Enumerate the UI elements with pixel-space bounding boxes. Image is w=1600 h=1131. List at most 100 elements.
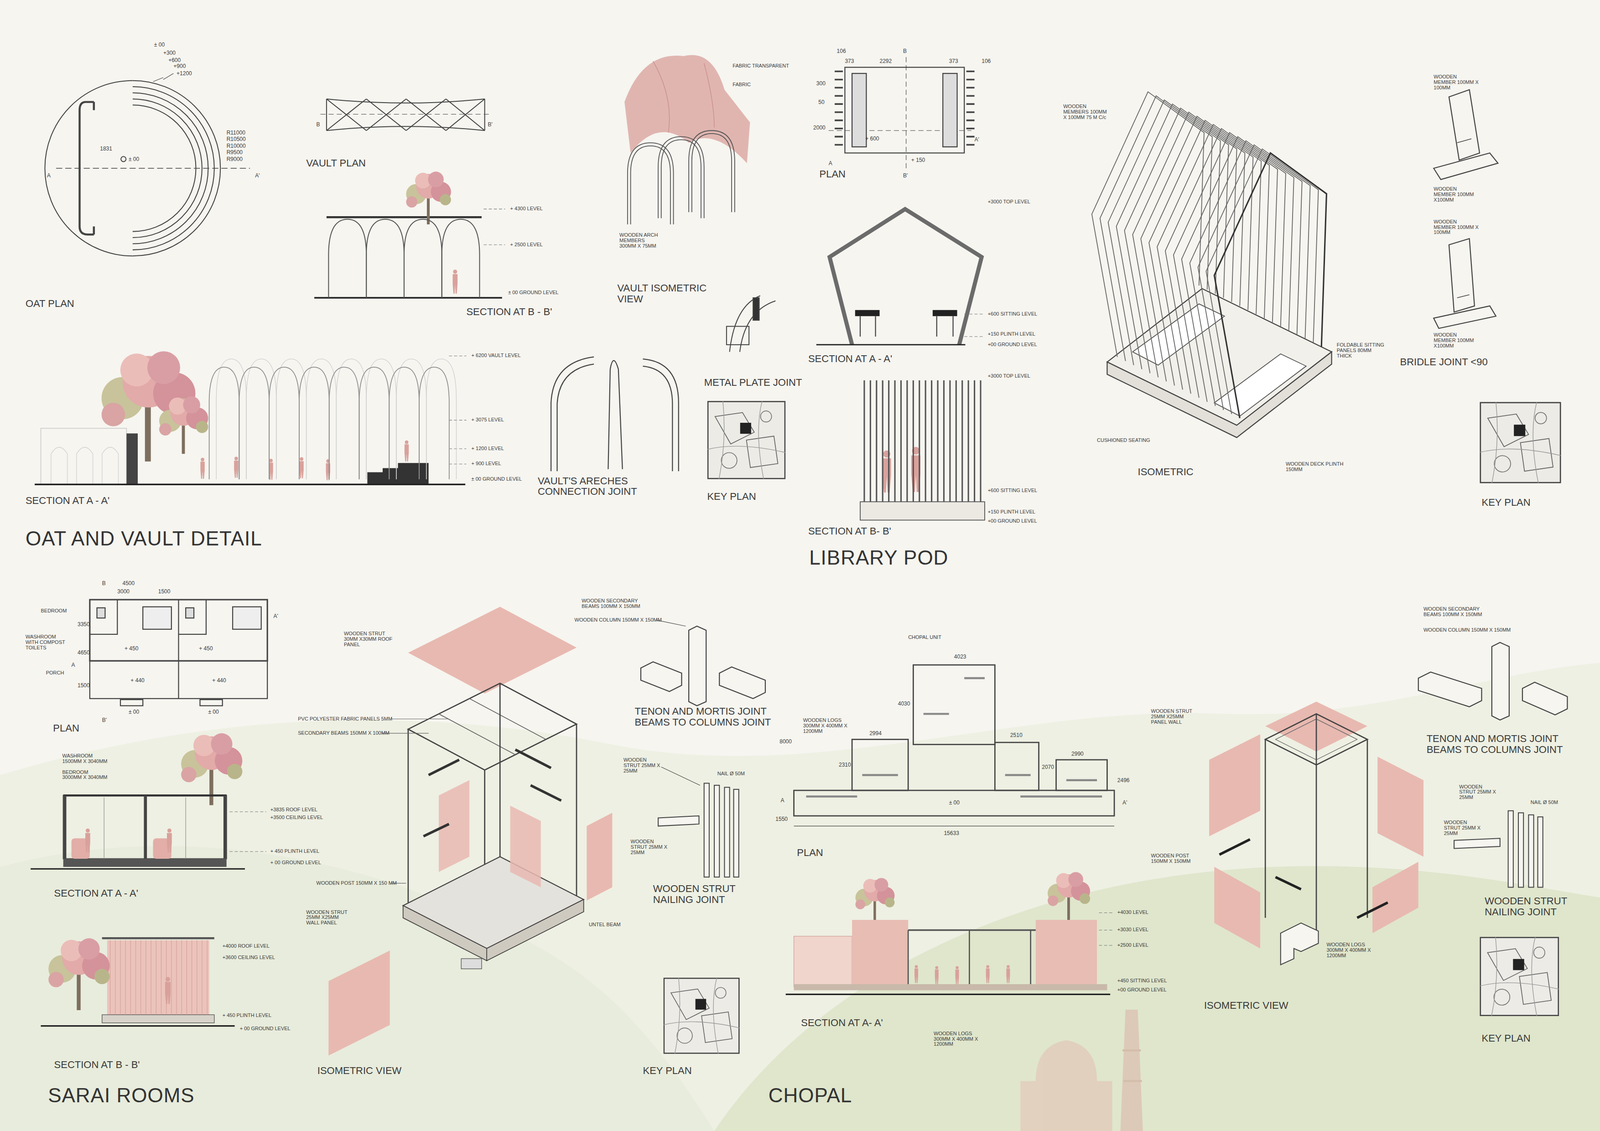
annotation: WOODEN STRUT 25MM X 25MM [1444, 820, 1485, 837]
library-slats [979, 380, 982, 502]
annotation: FABRIC TRANSPARENT [732, 63, 790, 69]
chopal-plan [1056, 759, 1108, 791]
chopal-section [1006, 965, 1010, 984]
library-plan [834, 71, 843, 146]
dimension: A [828, 160, 833, 167]
wall-strut-lines [201, 940, 203, 1015]
dimension: ± 00 [128, 708, 140, 715]
annotation: +2500 LEVEL [1117, 942, 1149, 949]
library-section-bb [860, 446, 985, 520]
vault-arches [359, 367, 390, 480]
dimension: 2310 [838, 762, 852, 769]
annotation: WOODEN STRUT 25MM X 25MM [1459, 784, 1500, 801]
annotation: WOODEN COLUMN 150MM X 150MM [1423, 627, 1511, 634]
arch-connection-joint [550, 357, 679, 472]
nailing-joint [658, 815, 699, 826]
wall-strut-lines [109, 940, 111, 1015]
annotation: +00 GROUND LEVEL [987, 342, 1038, 348]
annotation: NAIL Ø 50M [1530, 800, 1559, 806]
annotation: +4030 LEVEL [1117, 910, 1149, 916]
annotation: +600 SITTING LEVEL [987, 311, 1038, 317]
annotation: + 4300 LEVEL [510, 206, 543, 212]
bridle-joint [1433, 306, 1496, 329]
vault-section-bb [483, 208, 505, 245]
dimension: + 450 [124, 645, 139, 652]
annotation: WOODEN STRUT 25MM X 25MM [630, 839, 672, 857]
sarai-isometric [403, 899, 584, 961]
dimension: 2510 [1010, 732, 1023, 739]
wall-strut-lines [166, 940, 167, 1015]
vault-iso-arches [627, 142, 674, 225]
dimension: 106 [836, 47, 847, 54]
drawing-title: SECTION AT B - B' [54, 1059, 141, 1071]
vault-plan [320, 98, 492, 131]
sarai-section-aa [63, 795, 227, 859]
library-plan [966, 71, 975, 146]
nailing-joint [724, 787, 730, 878]
oat-section-aa [233, 457, 239, 478]
annotation: + 6200 VAULT LEVEL [471, 353, 521, 359]
sarai-plan [142, 607, 172, 630]
monument [1120, 1009, 1143, 1131]
chopal-isometric [1372, 862, 1419, 934]
wall-strut-lines [176, 940, 177, 1015]
chopal-isometric [1219, 839, 1388, 918]
dimension: +600 [168, 57, 181, 63]
chopal-plan [994, 742, 1039, 791]
annotation: +450 SITTING LEVEL [1117, 978, 1168, 984]
library-isometric [1132, 303, 1306, 416]
chopal-section [1035, 919, 1097, 988]
vault-arches [209, 358, 457, 480]
dimension: A' [273, 612, 279, 619]
vault-plan [326, 98, 485, 131]
dimension: +1200 [176, 70, 193, 77]
annotation: + 1200 LEVEL [471, 446, 504, 452]
metal-plate-joint [729, 296, 776, 353]
dimension: ± 00 [207, 708, 219, 715]
section-title: LIBRARY POD [809, 546, 949, 569]
arch-connection-joint [607, 360, 623, 470]
sarai-section-aa [229, 811, 267, 852]
library-shell-slats [1091, 91, 1327, 419]
library-slats [936, 380, 939, 502]
wall-strut-lines [191, 940, 193, 1015]
drawing-title: SECTION AT A - A' [54, 888, 139, 899]
wall-strut-lines [135, 940, 136, 1015]
chopal-isometric [1377, 756, 1424, 857]
metal-plate-joint [753, 297, 759, 321]
chopal-isometric [1214, 867, 1261, 949]
tenon-joint [688, 626, 707, 706]
library-section-aa [816, 344, 966, 346]
metal-plate-joint [726, 296, 776, 353]
chopal-section [785, 872, 1115, 995]
annotation: FABRIC [732, 82, 751, 88]
bridle-joint [1457, 138, 1472, 298]
annotation: WOODEN MEMBER 100MM X 100MM [1433, 74, 1480, 91]
dimension: 1500 [158, 588, 171, 595]
dimension: B' [487, 121, 493, 128]
dimension: 3000 [117, 588, 130, 595]
sarai-plan [89, 599, 207, 699]
dimension: 106 [981, 58, 991, 65]
annotation: ± 00 GROUND LEVEL [471, 476, 523, 483]
annotation: + 00 GROUND LEVEL [270, 860, 322, 866]
nailing-joint [1528, 815, 1534, 888]
vault-arches [329, 367, 360, 480]
wall-strut-lines [145, 940, 146, 1015]
dimension: 15633 [943, 830, 959, 837]
annotation: + 450 PLINTH LEVEL [270, 848, 320, 855]
drawing-title: WOODEN STRUT NAILING JOINT [1484, 895, 1569, 918]
vault-iso-arches [691, 133, 732, 213]
library-slats [918, 380, 920, 502]
annotation: +600 SITTING LEVEL [987, 488, 1038, 494]
chopal-section [855, 877, 895, 925]
dimension: + 440 [130, 677, 145, 684]
wall-strut-lines [171, 940, 172, 1015]
oat-section-aa [34, 351, 467, 485]
library-plan [828, 57, 975, 170]
dimension: ± 00 [154, 41, 165, 48]
dimension: 4023 [954, 654, 967, 660]
sarai-plan [97, 607, 106, 619]
drawing-title: VAULT'S ARECHES CONNECTION JOINT [537, 475, 650, 498]
annotation: WOODEN STRUT 25MM X 25MM [623, 758, 665, 775]
